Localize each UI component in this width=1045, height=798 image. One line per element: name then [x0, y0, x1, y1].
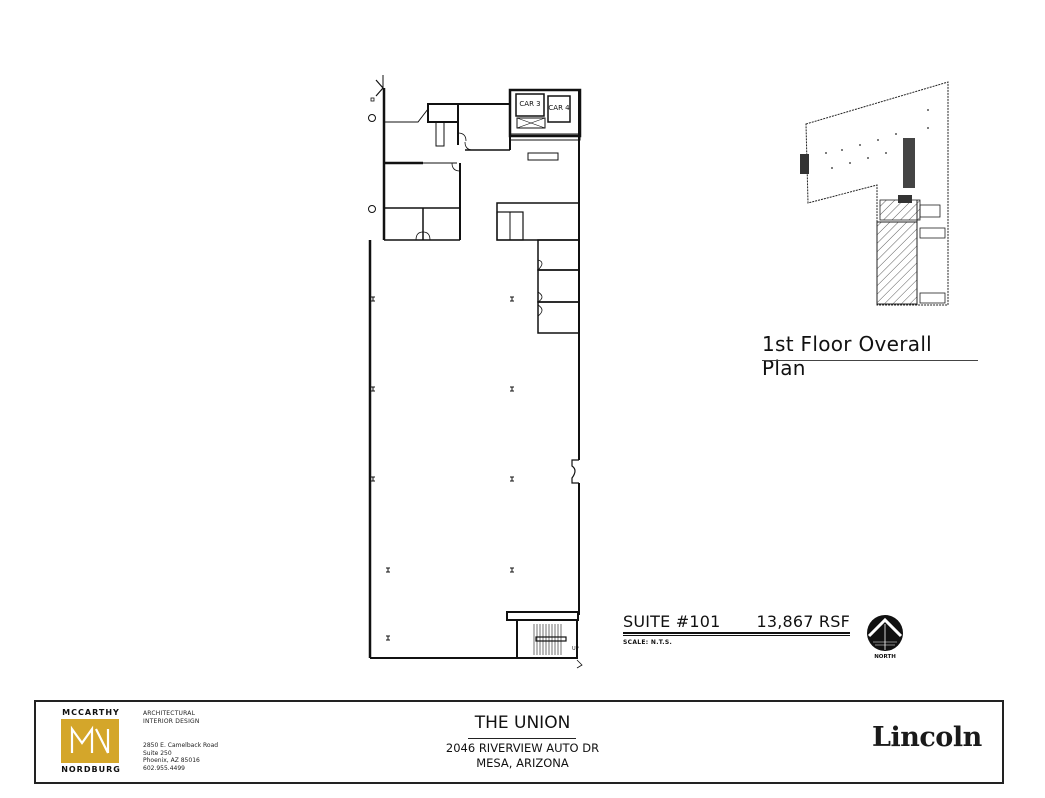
suite-area: 13,867 RSF: [756, 612, 850, 631]
firm-address: 2850 E. Camelback Road Suite 250 Phoenix…: [143, 742, 219, 772]
svg-text:CAR 3: CAR 3: [519, 100, 540, 108]
firm-description: ARCHITECTURAL INTERIOR DESIGN: [143, 710, 200, 725]
project-address-line1: 2046 RIVERVIEW AUTO DR: [445, 741, 600, 755]
firm-name-bottom: NORDBURG: [61, 765, 121, 774]
title-block: [34, 700, 1004, 784]
svg-text:CAR 4: CAR 4: [548, 104, 570, 112]
project-name: THE UNION: [474, 713, 571, 733]
key-plan-overall-floor: [795, 78, 955, 310]
overall-plan-underline: [762, 360, 978, 361]
scale-note: SCALE: N.T.S.: [623, 639, 673, 646]
project-name-underline: [468, 738, 576, 739]
firm-logo-icon: [61, 719, 119, 763]
overall-plan-title: 1st Floor Overall Plan: [762, 332, 933, 380]
north-label: NORTH: [874, 654, 896, 660]
suite-floor-plan: CAR 3 CAR 4: [360, 70, 590, 690]
suite-info: SUITE #101 13,867 RSF: [623, 612, 850, 631]
north-arrow-icon: [866, 614, 904, 652]
firm-name-top: MCCARTHY: [62, 708, 120, 717]
client-logo: Lincoln: [872, 722, 982, 753]
svg-text:UP: UP: [572, 646, 579, 652]
suite-underline: [623, 632, 850, 636]
project-address-line2: MESA, ARIZONA: [476, 756, 569, 770]
suite-number: SUITE #101: [623, 612, 721, 631]
